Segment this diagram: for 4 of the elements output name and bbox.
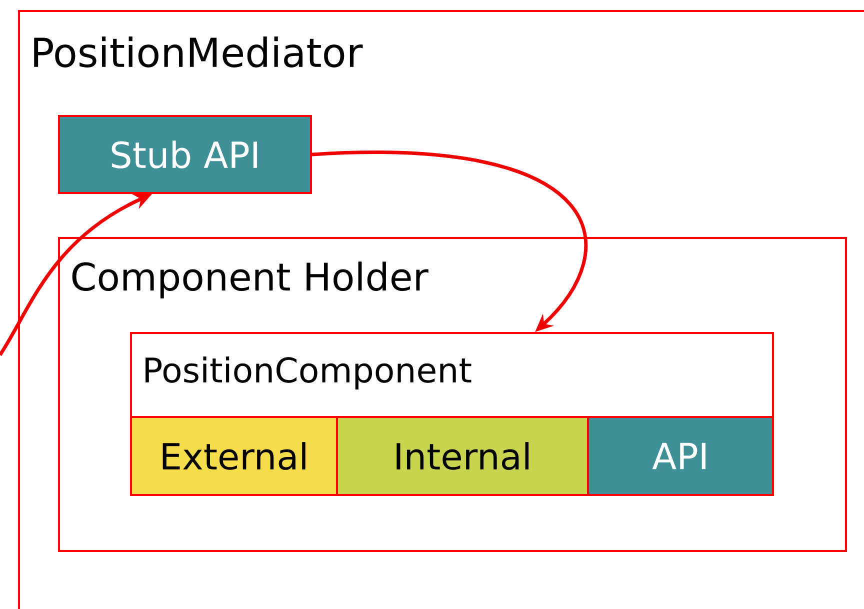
api-box: Stub API (58, 115, 312, 194)
section-box: External (130, 416, 338, 496)
api-box: API (587, 416, 774, 496)
section-box: Internal (336, 416, 589, 496)
